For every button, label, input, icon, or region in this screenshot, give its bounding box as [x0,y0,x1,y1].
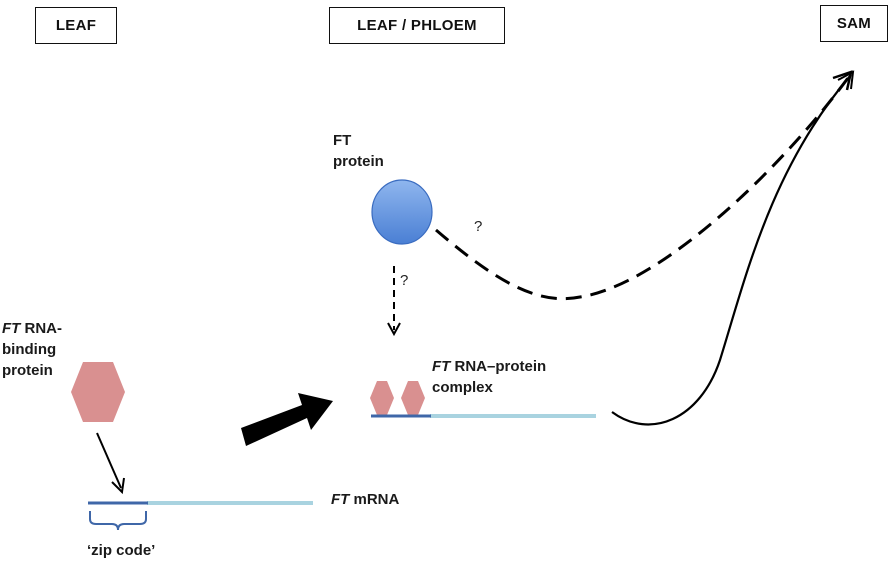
complex-label: FT RNA–protein complex [432,356,546,398]
complex-line2: complex [432,379,493,396]
ft-mrna-label: FT mRNA [331,489,399,510]
binding-protein-to-mrna-arrow [96,432,122,489]
rna-binding-line2: binding [2,341,57,358]
rna-binding-protein-hexagon [71,362,125,422]
rna-binding-protein-label: FT RNA- binding protein [2,318,62,381]
binding-protein-arrowhead [111,477,125,495]
question-mark-right: ? [474,218,483,235]
complex-hexagon-1 [370,381,394,415]
question-mark-down: ? [400,272,409,289]
complex-to-sam-arrowhead [837,70,855,90]
zip-code-label: ‘zip code’ [87,542,156,559]
ft-protein-label: FT protein [333,130,384,172]
complex-line1-rest: RNA–protein [450,358,547,375]
complex-to-sam-arrow [611,75,851,426]
zip-code-bracket [89,511,147,531]
rna-binding-ft-italic: FT [2,320,21,337]
ft-protein-shape [371,179,433,245]
ft-mrna-rest: mRNA [349,491,400,508]
sam-region-label: SAM [820,5,888,42]
transition-arrow [241,393,333,446]
complex-ft-italic: FT [432,358,451,375]
ft-mrna-italic: FT [331,491,350,508]
protein-to-complex-arrowhead [387,322,401,337]
ft-protein-label-line1: FT [333,132,352,149]
complex-hexagon-2 [401,381,425,415]
protein-to-sam-dashed-arrow [435,77,850,301]
rna-binding-line3: protein [2,362,53,379]
rna-binding-line1-rest: RNA- [20,320,62,337]
leaf-region-label: LEAF [35,7,117,44]
ft-protein-label-line2: protein [333,153,384,170]
leaf-phloem-region-label: LEAF / PHLOEM [329,7,505,44]
